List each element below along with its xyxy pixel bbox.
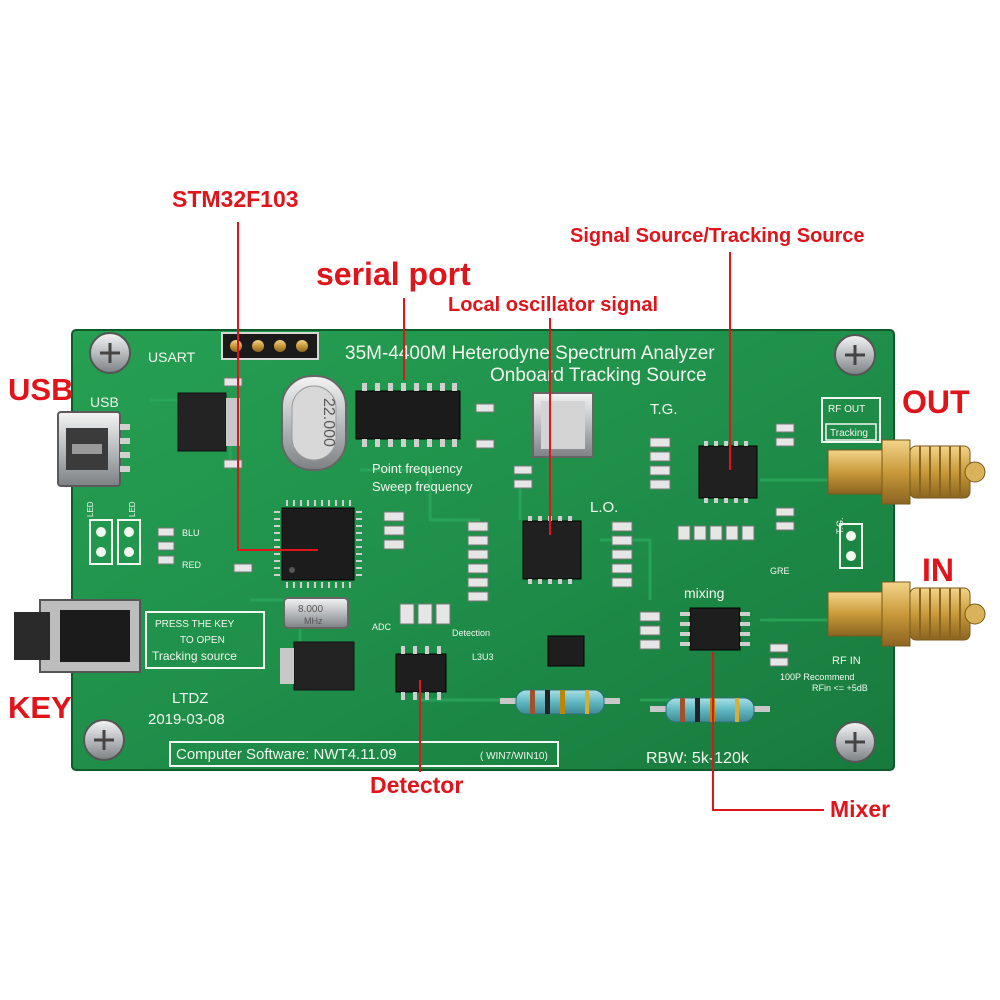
lower-regulator [280,641,355,691]
press-key-box [145,611,265,669]
mcu-crystal [283,597,349,629]
leader-mixer [712,652,824,811]
software-box [169,741,559,767]
callout-local-oscillator: Local oscillator signal [448,294,659,316]
ltdz-label: LTDZ [172,690,208,707]
mixer-chip [680,607,750,651]
tg-side-label: T.G. [835,517,845,534]
usart-header [221,332,319,360]
axial-resistor [500,689,620,715]
recommend-line1: 100P Recommend [780,672,854,682]
point-frequency-label: Point frequency [372,461,463,476]
press-key-line1: PRESS THE KEY [155,619,235,630]
press-key-line3: Tracking source [152,649,237,663]
press-key-line2: TO OPEN [180,635,225,646]
l3u3-label: L3U3 [472,652,494,662]
callout-out: OUT [902,384,970,420]
usb-board-label: USB [90,394,119,410]
axial-resistor [650,697,770,723]
gre-label: GRE [770,566,790,576]
sma-out-connector [827,439,986,505]
screw-icon [89,332,131,374]
red-label: RED [182,560,202,570]
callout-usb: USB [8,372,74,407]
tracking-box [825,423,877,441]
callout-stm32: STM32F103 [172,186,299,212]
led1-label: LED [86,501,95,517]
tg-label: T.G. [650,401,678,418]
mixing-label: mixing [684,585,724,601]
callout-leaders [237,222,824,811]
usart-label: USART [148,349,196,365]
serial-port-chip [355,383,461,447]
rf-in-label: RF IN [832,655,861,667]
crystal-mcu-unit: MHz [304,616,323,626]
screw-icon [834,721,876,763]
recommend-line2: RFin <= +5dB [812,683,868,693]
os-note-label: ( WIN7/WIN10) [480,751,548,762]
led2-label: LED [128,501,137,517]
lo-label: L.O. [590,499,618,516]
tg-pll-chip [698,441,758,503]
tracking-label: Tracking [830,428,868,439]
callout-key: KEY [8,690,72,725]
smd-components [157,377,795,667]
usb-connector [57,411,130,487]
board-title-line1: 35M-4400M Heterodyne Spectrum Analyzer [345,343,715,364]
blu-label: BLU [182,528,200,538]
screw-icon [83,719,125,761]
led-footprints [89,519,863,569]
date-label: 2019-03-08 [148,711,225,728]
board-title-line2: Onboard Tracking Source [490,365,707,386]
lo-pll-chip [522,516,582,584]
mounting-screws [83,332,876,763]
sweep-frequency-label: Sweep frequency [372,479,473,494]
screw-icon [834,334,876,376]
amp-chip [547,635,585,667]
callout-in: IN [922,552,954,588]
rf-out-box [821,397,881,443]
voltage-regulator [177,392,240,452]
leader-stm32 [237,222,318,551]
detection-label: Detection [452,628,490,638]
lo-oscillator [532,392,594,458]
main-crystal [281,375,347,471]
callout-signal-source: Signal Source/Tracking Source [570,225,865,247]
sma-in-connector [827,581,986,647]
crystal-mcu-marking: 8.000 [298,604,323,615]
rf-out-label: RF OUT [828,404,865,415]
adc-label: ADC [372,622,392,632]
computer-software-label: Computer Software: NWT4.11.09 [176,746,397,763]
callout-detector: Detector [370,772,464,798]
rbw-label: RBW: 5k-120k [646,750,750,767]
callout-mixer: Mixer [830,796,891,822]
key-button [14,599,141,673]
crystal-main-marking: 22.000 [320,398,337,447]
stm32-mcu [274,500,362,588]
callout-serial-port: serial port [316,256,471,292]
